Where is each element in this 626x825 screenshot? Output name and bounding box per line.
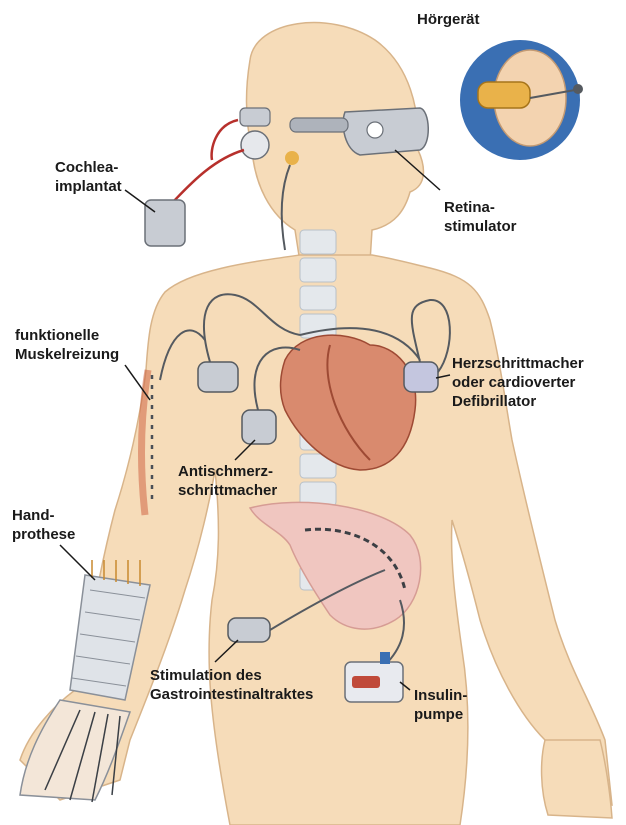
label-antischmerz: Antischmerz- schrittmacher — [178, 462, 277, 500]
label-gastro-line1: Stimulation des — [150, 666, 313, 685]
hearing-aid-icon — [458, 38, 583, 162]
label-insulin-line1: Insulin- — [414, 686, 467, 705]
right-hand — [542, 740, 612, 818]
label-hand-line2: prothese — [12, 525, 75, 544]
label-gastro-line2: Gastrointestinaltraktes — [150, 685, 313, 704]
label-antischmerz-line2: schrittmacher — [178, 481, 277, 500]
label-muskel-line2: Muskelreizung — [15, 345, 119, 364]
label-retina-line1: Retina- — [444, 198, 517, 217]
label-muskel-line1: funktionelle — [15, 326, 119, 345]
label-retina: Retina- stimulator — [444, 198, 517, 236]
label-hand-line1: Hand- — [12, 506, 75, 525]
label-gastro: Stimulation des Gastrointestinaltraktes — [150, 666, 313, 704]
label-herz-line1: Herzschrittmacher — [452, 354, 584, 373]
label-antischmerz-line1: Antischmerz- — [178, 462, 277, 481]
label-muskel: funktionelle Muskelreizung — [15, 326, 119, 364]
label-herz-line3: Defibrillator — [452, 392, 584, 411]
label-hand: Hand- prothese — [12, 506, 75, 544]
label-cochlea: Cochlea- implantat — [55, 158, 122, 196]
label-retina-line2: stimulator — [444, 217, 517, 236]
label-cochlea-line2: implantat — [55, 177, 122, 196]
label-insulin-line2: pumpe — [414, 705, 467, 724]
label-herz: Herzschrittmacher oder cardioverter Defi… — [452, 354, 584, 411]
label-hoergeraet: Hörgerät — [417, 10, 480, 29]
label-cochlea-line1: Cochlea- — [55, 158, 122, 177]
label-hoergeraet-line: Hörgerät — [417, 10, 480, 29]
label-insulin: Insulin- pumpe — [414, 686, 467, 724]
label-herz-line2: oder cardioverter — [452, 373, 584, 392]
